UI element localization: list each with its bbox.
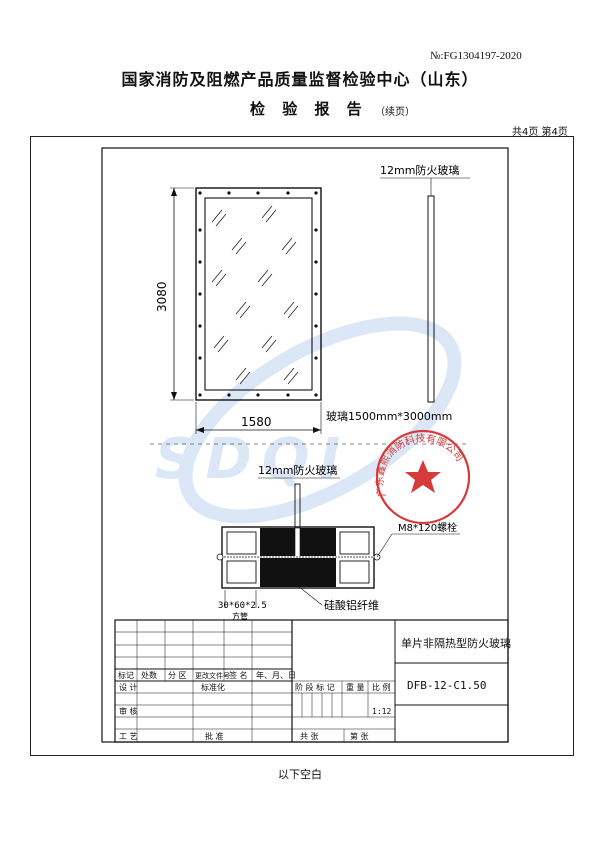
report-number: №:FG1304197-2020 <box>430 50 522 62</box>
rev-header-zone: 分 区 <box>168 671 187 680</box>
width-dimension: 1580 <box>241 415 272 429</box>
right-tube-bottom <box>339 560 370 584</box>
stage-header: 阶 段 标 记 <box>295 682 335 692</box>
row-approve: 批 准 <box>205 731 224 741</box>
stamp-star-icon <box>405 460 441 493</box>
left-tube-bottom <box>226 560 257 584</box>
row-standard: 标准化 <box>201 682 225 692</box>
left-tube-top <box>226 531 257 555</box>
front-view: 3080 1580 玻璃1500mm*3000mm <box>155 187 452 434</box>
footer-note: 以下空白 <box>278 768 322 781</box>
glass-hatch <box>211 205 299 385</box>
organization-name: 国家消防及阻燃产品质量监督检验中心（山东） <box>121 70 479 89</box>
rev-header-date: 年、月、日 <box>256 670 296 680</box>
title-block-text: 标记 处数 分 区 更改文件号 签 名 年、月、日 设 计 标准化 审 核 工 … <box>118 636 511 741</box>
glass-pane <box>204 197 313 391</box>
company-stamp: 广东鑫熙消防科技有限公司 <box>373 429 471 525</box>
rev-header-mark: 标记 <box>118 670 134 680</box>
frame-outer <box>195 187 322 401</box>
scale-value: 1:12 <box>372 707 391 716</box>
sheet-number: 第 张 <box>350 731 369 741</box>
row-process: 工 艺 <box>119 732 138 741</box>
watermark-text: SDQI <box>155 427 350 492</box>
bolt-label: M8*120螺栓 <box>398 521 457 534</box>
product-name: 单片非隔热型防火玻璃 <box>401 636 511 650</box>
product-model: DFB-12-C1.50 <box>407 679 486 692</box>
row-check: 审 核 <box>119 706 138 716</box>
tube-size-label: 30*60*2.5 <box>218 601 267 611</box>
glass-edge <box>427 195 435 403</box>
report-continuation: （续页） <box>375 107 415 118</box>
fiber-label: 硅酸铝纤维 <box>324 598 379 612</box>
sdqi-watermark: SDQI <box>155 316 462 524</box>
frame-bolts <box>198 191 318 397</box>
section-view: 12mm防火玻璃 M8*120螺栓 硅酸铝纤维 30*60*2.5 方管 <box>216 463 460 621</box>
rev-header-sign: 签 名 <box>229 670 248 680</box>
report-title: 检 验 报 告 <box>250 100 368 118</box>
section-glass-label: 12mm防火玻璃 <box>258 463 337 477</box>
tube-type-label: 方管 <box>232 611 248 621</box>
rev-header-doc: 更改文件号 <box>195 671 230 680</box>
title-block <box>114 619 509 743</box>
row-design: 设 计 <box>119 682 138 692</box>
scale-header: 比 例 <box>372 682 391 692</box>
glass-size-label: 玻璃1500mm*3000mm <box>326 409 452 423</box>
page-count: 共4页 第4页 <box>512 127 568 138</box>
side-view: 12mm防火玻璃 <box>380 163 470 403</box>
side-glass-label: 12mm防火玻璃 <box>380 163 459 177</box>
right-tube-top <box>339 531 370 555</box>
sheet-total: 共 张 <box>300 732 319 741</box>
height-dimension: 3080 <box>155 281 169 312</box>
weight-header: 重 量 <box>346 682 365 692</box>
rev-header-count: 处数 <box>141 670 157 680</box>
page-frame <box>30 136 574 756</box>
